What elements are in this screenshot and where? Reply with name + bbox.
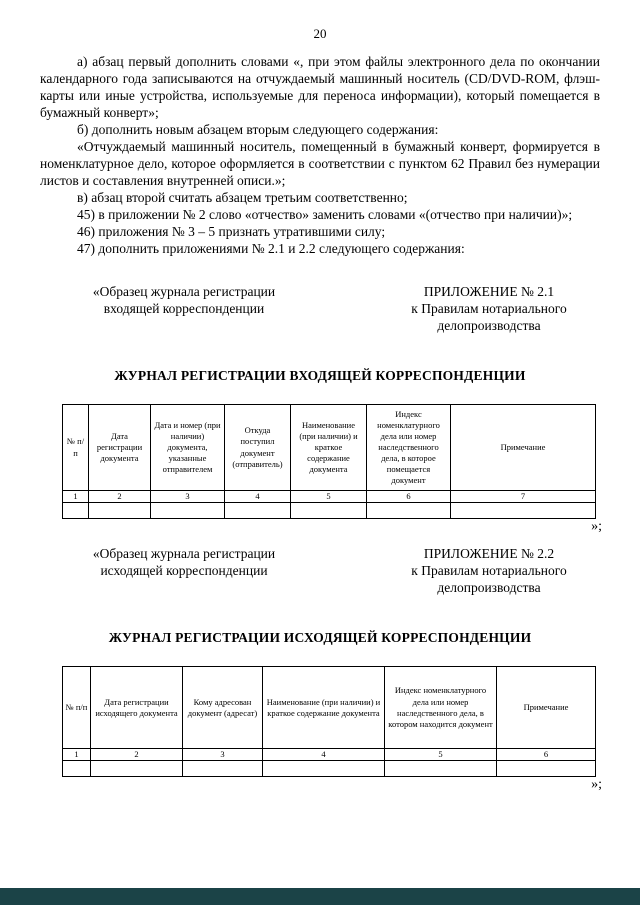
page-number: 20 — [313, 26, 327, 41]
viewer-bottom-bar — [0, 888, 640, 905]
closing-quote-1: »; — [591, 519, 602, 535]
empty-cell — [88, 502, 151, 520]
sample-caption-incoming: «Образец журнала регистрации входящей ко… — [92, 284, 276, 316]
column-header: Дата регистрации исходящего документа — [90, 666, 183, 750]
paragraph-quote: «Отчуждаемый машинный носитель, помещенн… — [40, 139, 600, 188]
paragraph-v: в) абзац второй считать абзацем третьим … — [77, 190, 408, 205]
column-number: 1 — [62, 489, 89, 504]
column-header: Примечание — [450, 404, 596, 491]
closing-quote-2: »; — [591, 777, 602, 793]
empty-cell — [384, 760, 497, 778]
journal-title-outgoing: ЖУРНАЛ РЕГИСТРАЦИИ ИСХОДЯЩЕЙ КОРРЕСПОНДЕ… — [108, 630, 532, 646]
empty-cell — [290, 502, 367, 520]
column-number-row: 1 2 3 4 5 6 — [62, 748, 596, 762]
appendix-label-2-2: ПРИЛОЖЕНИЕ № 2.2 к Правилам нотариальног… — [411, 546, 567, 596]
empty-cell — [450, 502, 596, 520]
empty-cell — [262, 760, 385, 778]
column-number: 5 — [290, 489, 367, 504]
column-header: № п/п — [62, 404, 89, 491]
column-number: 7 — [450, 489, 596, 504]
paragraph-45: 45) в приложении № 2 слово «отчество» за… — [77, 207, 573, 222]
column-header: Наименование (при наличии) и краткое сод… — [290, 404, 367, 491]
column-header: Дата и номер (при наличии) документа, ук… — [150, 404, 225, 491]
paragraph-47: 47) дополнить приложениями № 2.1 и 2.2 с… — [77, 241, 465, 256]
column-number: 4 — [262, 748, 385, 762]
column-header: № п/п — [62, 666, 91, 750]
appendix-label-2-1: ПРИЛОЖЕНИЕ № 2.1 к Правилам нотариальног… — [411, 284, 567, 333]
empty-row — [62, 760, 596, 778]
body-text: а) абзац первый дополнить словами «, при… — [40, 53, 600, 257]
column-header: Кому адресован документ (адресат) — [182, 666, 263, 750]
appendix-header-1: «Образец журнала регистрации входящей ко… — [40, 283, 600, 334]
journal-title-incoming: ЖУРНАЛ РЕГИСТРАЦИИ ВХОДЯЩЕЙ КОРРЕСПОНДЕН… — [114, 368, 526, 383]
table-header-row: № п/п Дата регистрации документа Дата и … — [62, 404, 596, 491]
outgoing-journal-table: № п/п Дата регистрации исходящего докуме… — [62, 666, 596, 778]
column-header: Индекс номенклатурного дела или номер на… — [384, 666, 497, 750]
empty-cell — [150, 502, 225, 520]
column-number: 3 — [150, 489, 225, 504]
column-number: 6 — [496, 748, 596, 762]
empty-cell — [90, 760, 183, 778]
paragraph-46: 46) приложения № 3 – 5 признать утративш… — [77, 224, 386, 239]
column-number: 4 — [224, 489, 291, 504]
column-header: Дата регистрации документа — [88, 404, 151, 491]
column-number: 3 — [182, 748, 263, 762]
table-header-row: № п/п Дата регистрации исходящего докуме… — [62, 666, 596, 750]
empty-row — [62, 502, 596, 520]
column-header: Индекс номенклатурного дела или номер на… — [366, 404, 451, 491]
paragraph-b: б) дополнить новым абзацем вторым следую… — [77, 122, 439, 137]
column-header: Откуда поступил документ (отправитель) — [224, 404, 291, 491]
incoming-journal-table: № п/п Дата регистрации документа Дата и … — [62, 404, 596, 520]
empty-cell — [496, 760, 596, 778]
column-number: 2 — [90, 748, 183, 762]
column-number-row: 1 2 3 4 5 6 7 — [62, 489, 596, 504]
column-header: Наименование (при наличии) и краткое сод… — [262, 666, 385, 750]
column-number: 6 — [366, 489, 451, 504]
empty-cell — [62, 760, 91, 778]
appendix-header-2: «Образец журнала регистрации исходящей к… — [40, 545, 600, 596]
sample-caption-outgoing: «Образец журнала регистрации исходящей к… — [92, 546, 276, 579]
empty-cell — [366, 502, 451, 520]
paragraph-a: а) абзац первый дополнить словами «, при… — [40, 54, 600, 120]
column-number: 2 — [88, 489, 151, 504]
column-number: 1 — [62, 748, 91, 762]
empty-cell — [224, 502, 291, 520]
empty-cell — [62, 502, 89, 520]
column-header: Примечание — [496, 666, 596, 750]
empty-cell — [182, 760, 263, 778]
column-number: 5 — [384, 748, 497, 762]
